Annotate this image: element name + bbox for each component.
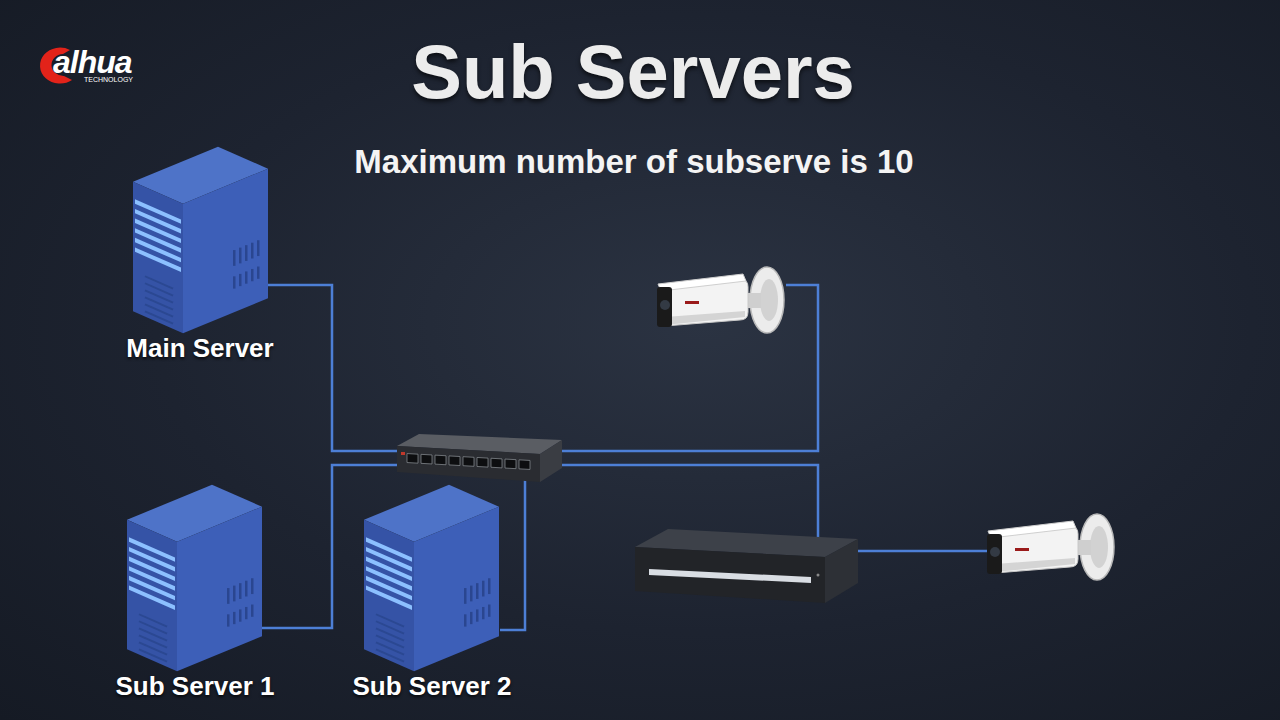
- server-icon: [133, 145, 268, 335]
- server-label: Sub Server 2: [353, 671, 512, 702]
- server-node: Sub Server 1: [112, 483, 279, 702]
- server-node: Sub Server 2: [349, 483, 516, 702]
- server-label: Sub Server 1: [116, 671, 275, 702]
- server-icon: [127, 483, 262, 673]
- logo-subtext: TECHNOLOGY: [84, 76, 133, 83]
- server-node: Main Server: [122, 145, 277, 364]
- server-label: Main Server: [126, 333, 273, 364]
- server-icon: [364, 483, 499, 673]
- page-title: Sub Servers: [411, 28, 855, 115]
- subtitle: Maximum number of subserve is 10: [354, 143, 913, 181]
- logo-text: alhua: [53, 44, 132, 81]
